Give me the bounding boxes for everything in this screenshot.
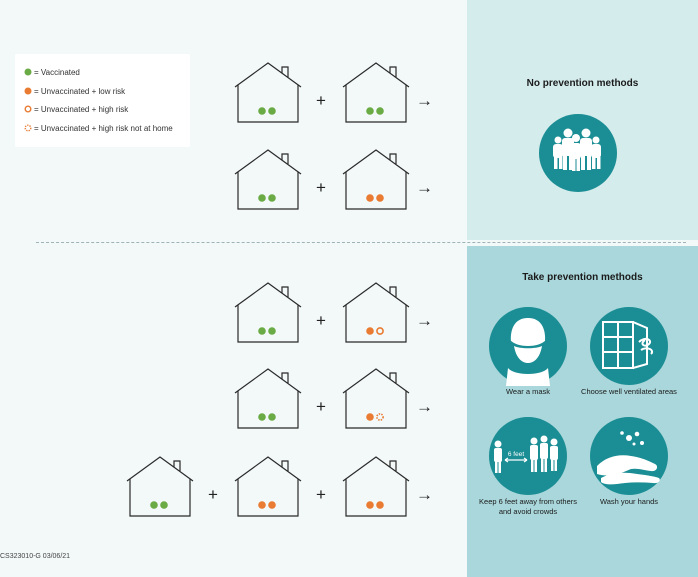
plus-sign: + [208,485,218,504]
plus-sign: + [316,485,326,504]
prevention-panel [467,246,698,577]
legend-item-vaccinated: = Vaccinated [24,68,80,78]
wash-hands-label: Wash your hands [599,497,659,506]
house-icon [234,368,302,429]
orange-ring-icon [24,105,32,113]
house-icon [234,149,302,210]
green-dot-icon [24,68,32,76]
dashed-divider [36,242,686,243]
house-icon [342,62,410,123]
house-icon [234,282,302,343]
document-code: CS323010-G 03/06/21 [0,553,71,560]
house-icon [342,456,410,517]
arrow-icon: → [416,485,433,504]
house-icon [234,456,302,517]
legend-label: = Unvaccinated + low risk [34,87,126,96]
prevention-title: Take prevention methods [522,272,643,283]
legend-label: = Unvaccinated + high risk [34,105,129,114]
plus-sign: + [316,397,326,416]
legend: = Vaccinated = Unvaccinated + low risk =… [15,54,190,147]
plus-sign: + [316,91,326,110]
house-icon [126,456,194,517]
house-icon [342,149,410,210]
wear-mask-label: Wear a mask [505,387,551,396]
house-icon [342,368,410,429]
house-icon [342,282,410,343]
arrow-icon: → [416,178,433,197]
group-of-people-icon [539,114,617,192]
legend-item-high-risk: = Unvaccinated + high risk [24,105,128,115]
keep-distance-label: Keep 6 feet away from others and avoid c… [479,497,577,516]
arrow-icon: → [416,91,433,110]
legend-item-high-risk-not-home: = Unvaccinated + high risk not at home [24,124,173,134]
house-icon [234,62,302,123]
six-feet-badge: 6 feet [508,451,524,458]
legend-label: = Vaccinated [34,68,80,77]
legend-item-low-risk: = Unvaccinated + low risk [24,87,125,97]
plus-sign: + [316,311,326,330]
arrow-icon: → [416,311,433,330]
open-window-icon [590,307,668,385]
plus-sign: + [316,178,326,197]
hand-washing-icon [590,417,668,495]
arrow-icon: → [416,397,433,416]
legend-label: = Unvaccinated + high risk not at home [34,124,173,133]
dashed-ring-icon [24,124,32,132]
ventilated-areas-label: Choose well ventilated areas [581,387,677,396]
no-prevention-title: No prevention methods [526,78,639,89]
six-feet-distance-icon: 6 feet [489,417,567,495]
face-mask-icon [489,307,567,386]
orange-dot-icon [24,87,32,95]
